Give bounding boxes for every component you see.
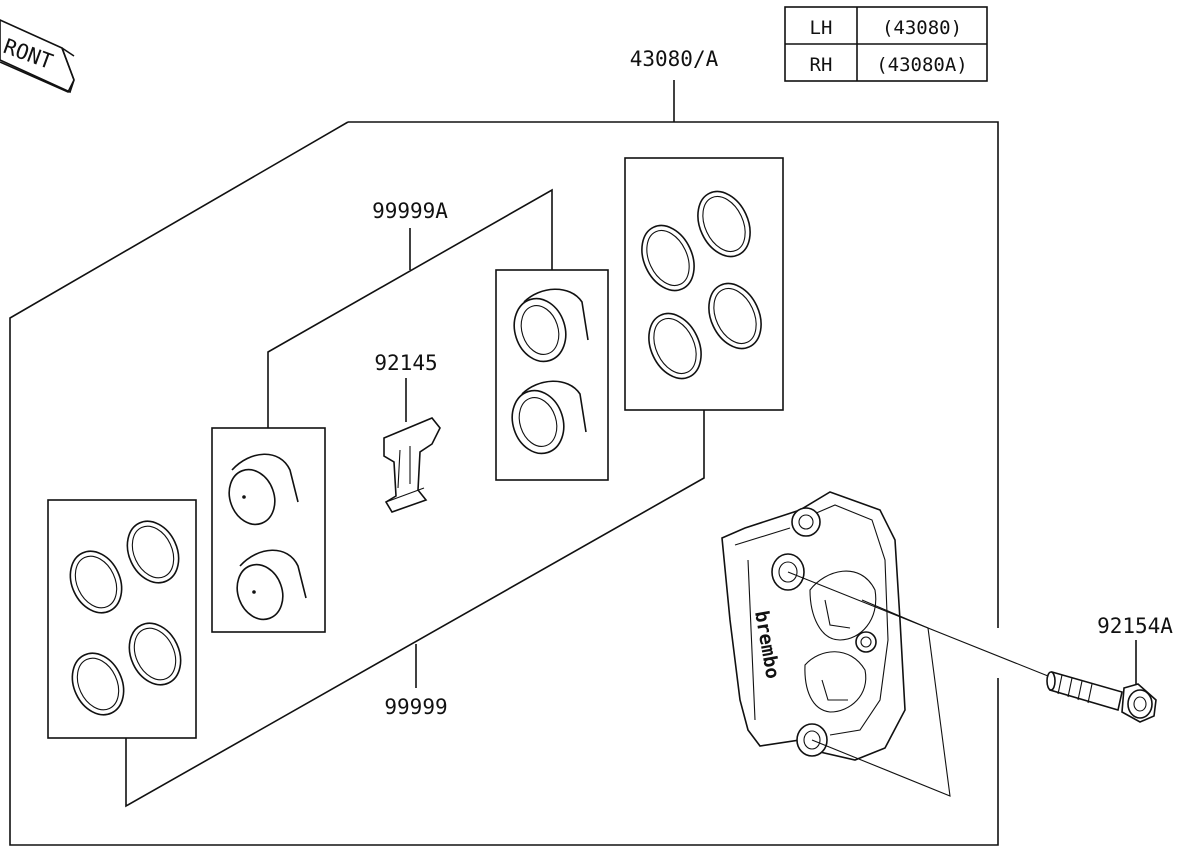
bolt-leader-lines (787, 571, 1049, 797)
pad-spring (383, 378, 441, 513)
piston-seal-box-left (47, 499, 197, 739)
small-piston-box (211, 427, 326, 633)
bleed-screw (855, 631, 877, 653)
seal-kit-a-bracket (267, 188, 553, 428)
callout-92154A: 92154A (1097, 614, 1173, 638)
caliper-assembly-frame (9, 80, 999, 846)
caliper-bolt (1046, 640, 1157, 723)
callout-43080A: 43080/A (630, 47, 719, 71)
brake-caliper: brembo (721, 491, 906, 761)
callout-99999: 99999 (384, 695, 447, 719)
callout-99999A: 99999A (372, 199, 448, 223)
variant-side-lh: LH (810, 17, 833, 39)
variant-part-lh: (43080) (882, 17, 962, 39)
caliper-top-lug (791, 507, 821, 537)
piston-large-1 (513, 288, 589, 363)
seal-kit-bracket (125, 410, 705, 808)
front-direction-badge: RONT (0, 19, 75, 94)
piston-small-2 (236, 549, 307, 621)
variant-table: LH (43080) RH (43080A) (784, 6, 988, 82)
callout-92145: 92145 (374, 351, 437, 375)
large-piston-box (495, 269, 609, 481)
piston-seal-box-right (624, 157, 784, 411)
variant-side-rh: RH (810, 54, 833, 76)
piston-large-2 (511, 380, 587, 455)
variant-part-rh: (43080A) (876, 54, 968, 76)
piston-small-1 (227, 453, 299, 526)
